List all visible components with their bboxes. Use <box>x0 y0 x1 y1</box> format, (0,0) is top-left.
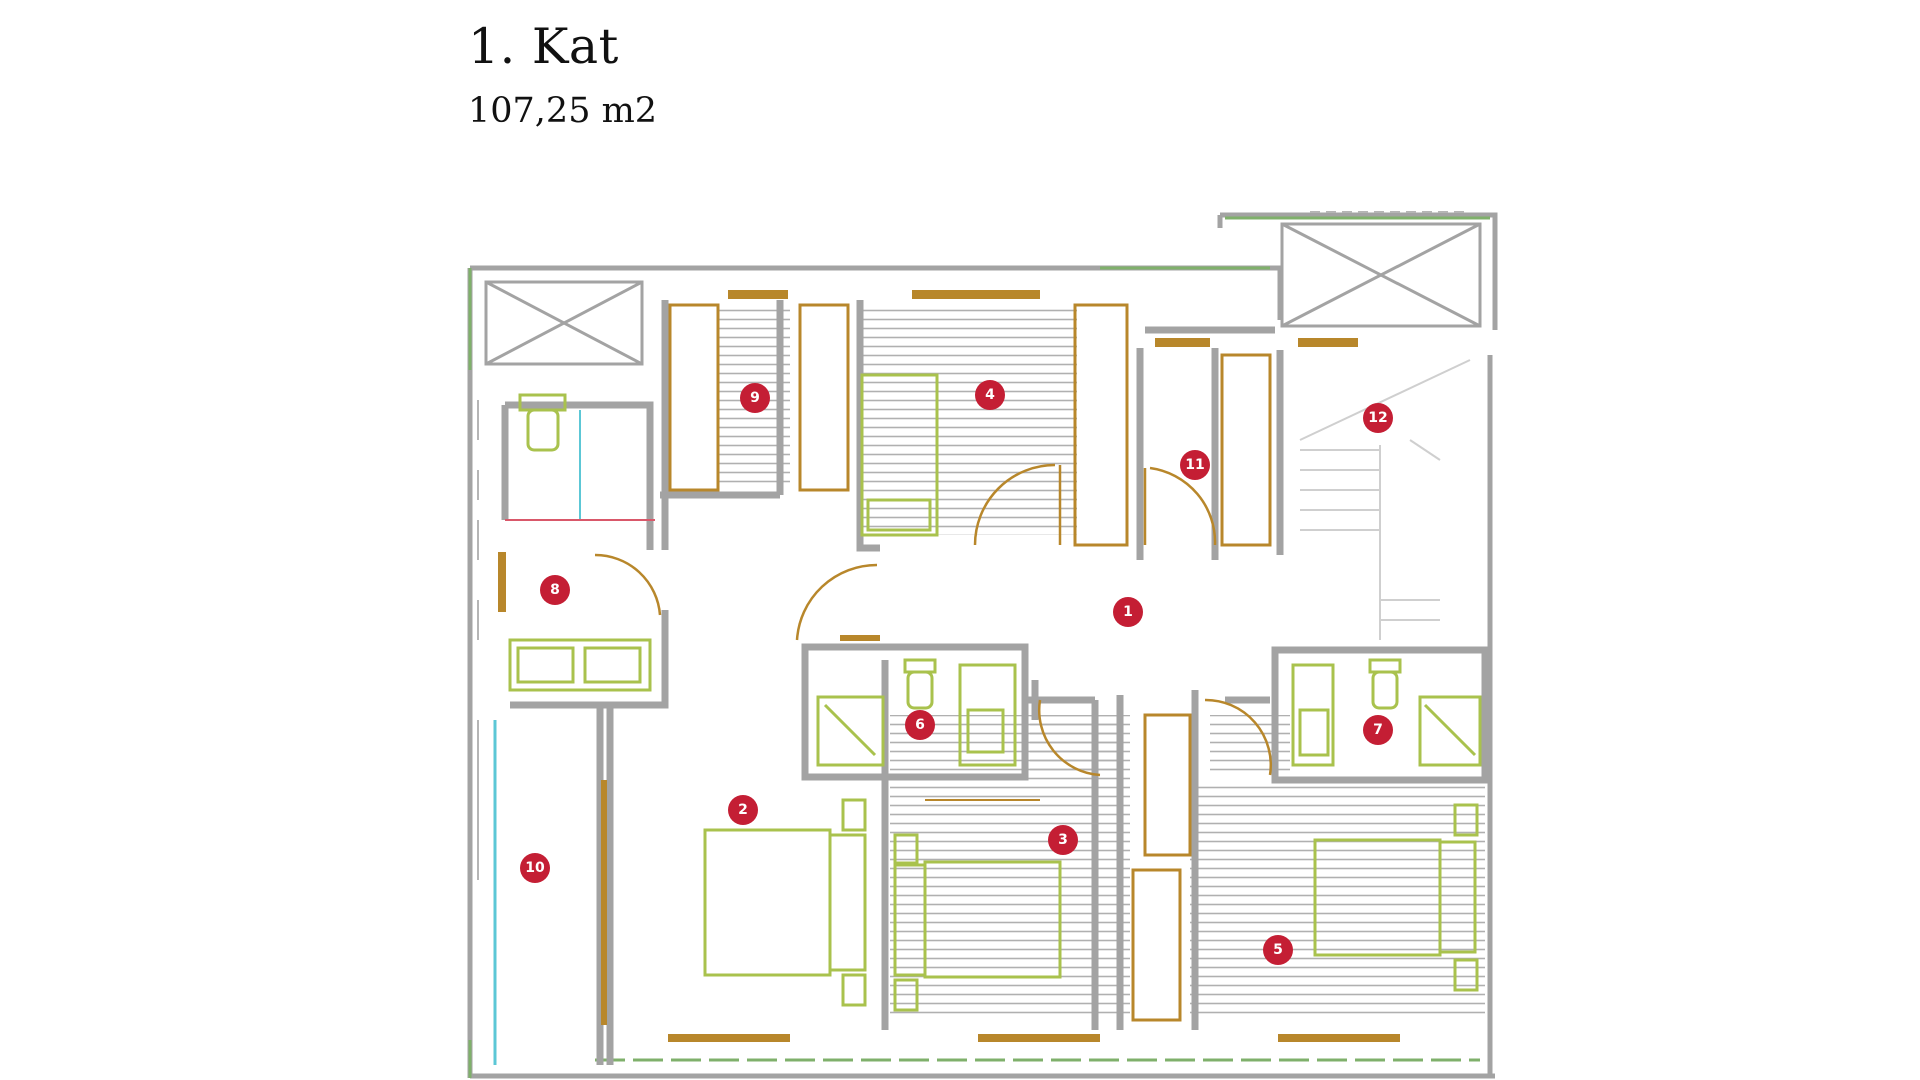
room-marker: 2 <box>728 795 758 825</box>
room-number: 1 <box>1123 604 1133 620</box>
bathroom-6-fixtures <box>816 658 1017 767</box>
room-marker: 5 <box>1263 935 1293 965</box>
page-title: 1. Kat <box>468 18 619 75</box>
bathroom-8-fixtures <box>508 393 652 692</box>
wood-flooring <box>718 305 1485 1020</box>
room-marker: 3 <box>1048 825 1078 855</box>
room-number: 9 <box>750 390 760 406</box>
room-number: 2 <box>738 802 748 818</box>
shafts <box>484 222 1482 366</box>
room-number: 11 <box>1185 457 1204 473</box>
window-ticks <box>477 211 1470 880</box>
terrace-details <box>468 216 1490 1078</box>
staircase <box>1299 359 1471 640</box>
exterior-walls <box>467 212 1498 1079</box>
room-marker: 11 <box>1180 450 1210 480</box>
shower-glass <box>493 410 655 1065</box>
wood-sills <box>498 290 1400 1042</box>
room-marker: 8 <box>540 575 570 605</box>
room-number: 8 <box>550 582 560 598</box>
room-number: 6 <box>915 717 925 733</box>
interior-walls <box>501 300 1489 1065</box>
room-marker: 9 <box>740 383 770 413</box>
room-marker: 6 <box>905 710 935 740</box>
room-number: 10 <box>525 860 545 876</box>
room-number: 7 <box>1373 722 1383 738</box>
room-number: 3 <box>1058 832 1068 848</box>
room-number: 5 <box>1273 942 1283 958</box>
room-number: 12 <box>1368 410 1387 426</box>
bathroom-7-fixtures <box>1291 658 1482 767</box>
room-marker: 7 <box>1363 715 1393 745</box>
beds <box>703 373 1479 1012</box>
wardrobes <box>668 303 1272 1022</box>
room-marker: 1 <box>1113 597 1143 627</box>
floor-area: 107,25 m2 <box>468 91 658 131</box>
room-marker: 12 <box>1363 403 1393 433</box>
room-number: 4 <box>985 387 995 403</box>
room-marker: 4 <box>975 380 1005 410</box>
door-swings <box>594 463 1272 801</box>
room-marker: 10 <box>520 853 550 883</box>
